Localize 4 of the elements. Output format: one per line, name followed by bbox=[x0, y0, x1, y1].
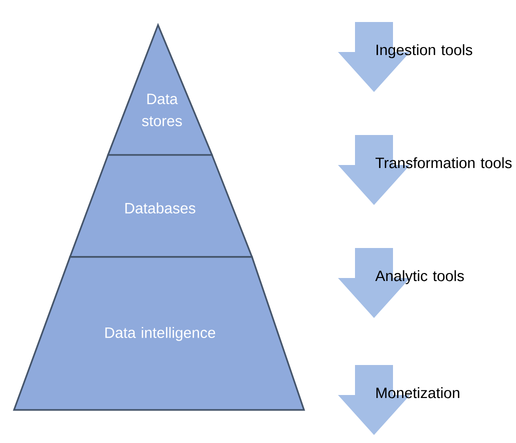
step-label: Ingestion tools bbox=[376, 44, 472, 58]
step-label: Transformation tools bbox=[376, 157, 512, 168]
step-label: Monetization bbox=[376, 387, 460, 398]
step-label: Analytic tools bbox=[375, 270, 464, 284]
